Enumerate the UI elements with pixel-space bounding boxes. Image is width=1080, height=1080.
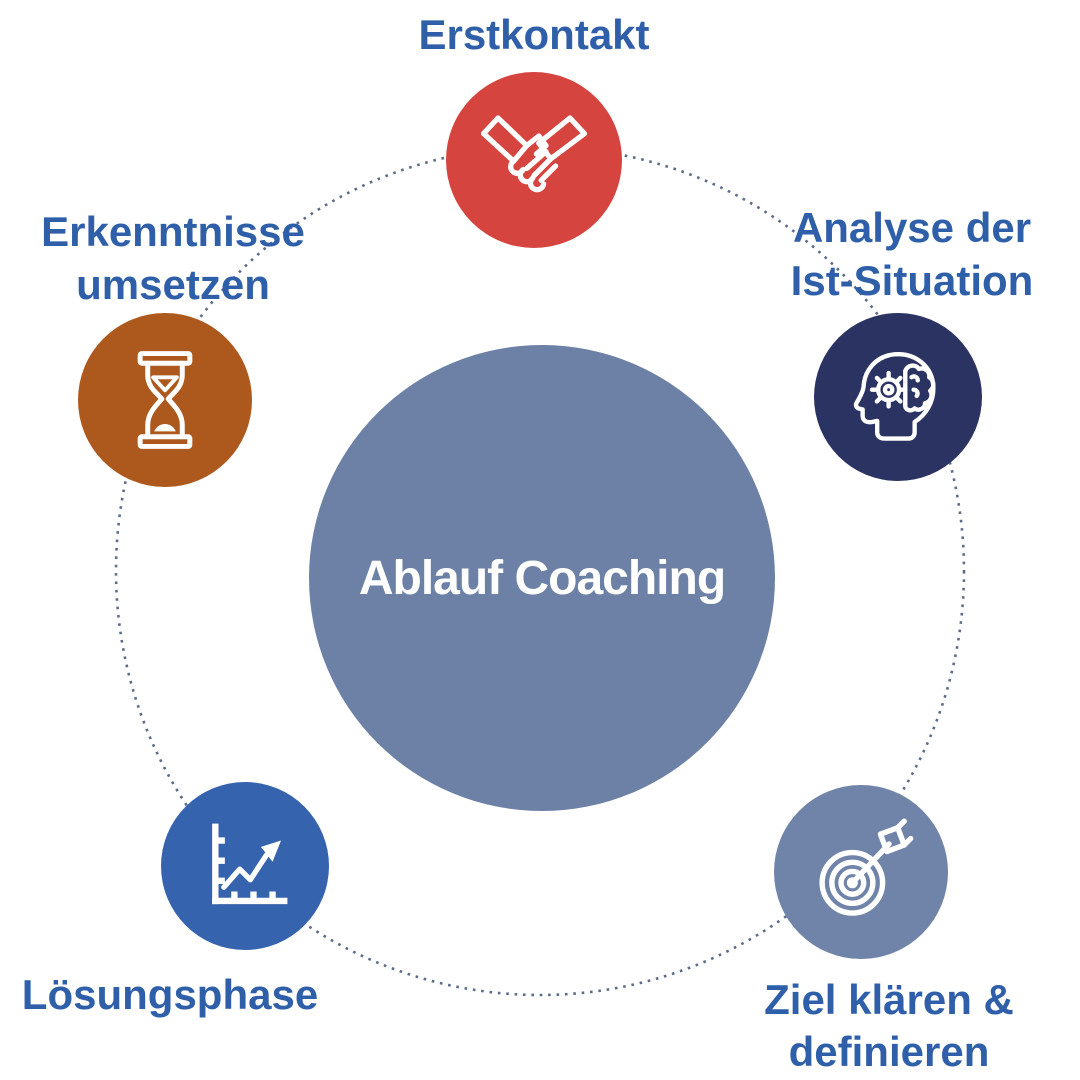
step-label-line: Analyse der [792, 204, 1032, 251]
step-label-line: Erstkontakt [418, 11, 650, 58]
hourglass-icon [137, 351, 193, 449]
step-label-line: umsetzen [76, 261, 270, 308]
handshake-icon [480, 115, 588, 193]
step-label-ziel: Ziel klären & definieren [764, 974, 1014, 1078]
diagram-title: Ablauf Coaching [358, 551, 726, 605]
step-label-line: Ist-Situation [790, 257, 1034, 304]
step-label-loesung: Lösungsphase [22, 973, 318, 1017]
step-label-erstkontakt: Erstkontakt [418, 13, 649, 57]
step-label-line: Erkenntnisse [41, 208, 305, 255]
head-gear-brain-icon [853, 352, 936, 441]
step-circle-loesung [161, 782, 329, 950]
step-label-analyse: Analyse der Ist-Situation [791, 201, 1034, 307]
step-label-line: Ziel klären & [764, 976, 1014, 1023]
step-label-line: definieren [788, 1028, 990, 1075]
target-arrow-icon [819, 818, 914, 916]
step-circle-analyse [814, 313, 982, 481]
step-label-erkenntnisse: Erkenntnisse umsetzen [41, 205, 305, 311]
step-circle-erkenntnisse [78, 313, 252, 487]
step-circle-erstkontakt [446, 72, 622, 248]
step-label-line: Lösungsphase [21, 971, 319, 1018]
step-circle-ziel [774, 785, 948, 959]
center-circle: Ablauf Coaching [309, 345, 775, 811]
growth-chart-icon [212, 823, 288, 905]
